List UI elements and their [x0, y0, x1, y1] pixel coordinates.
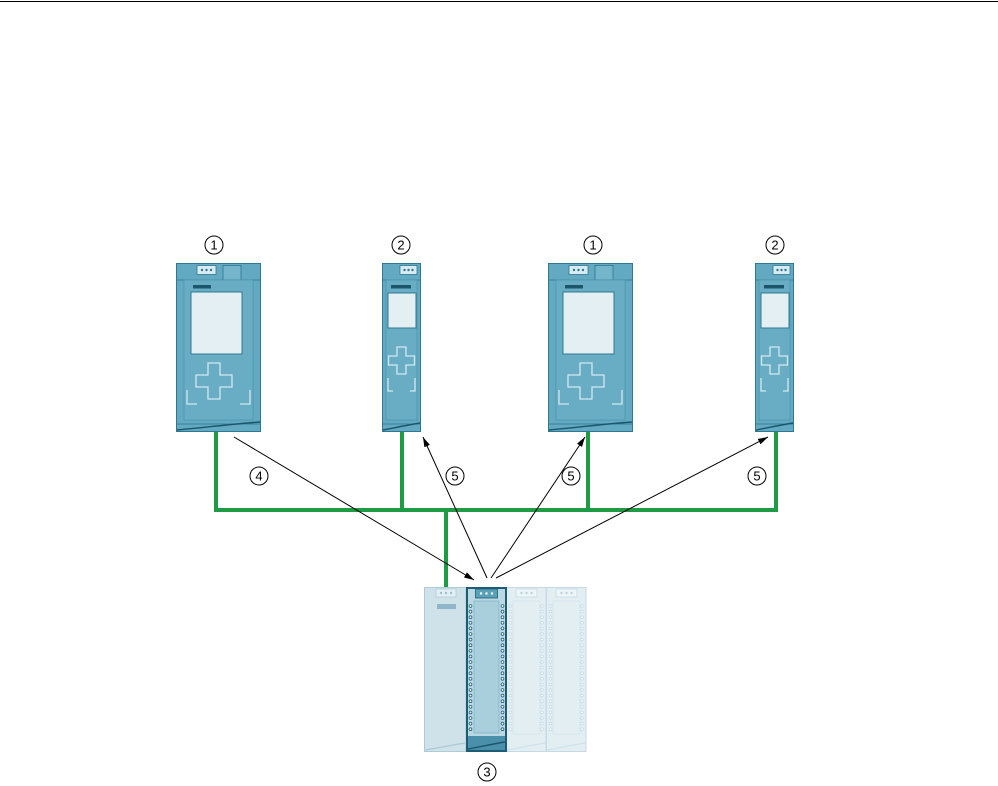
module-right — [756, 264, 794, 432]
callout-io-station: 3 — [478, 763, 496, 781]
cpu-left — [177, 264, 261, 432]
highlighted-module-front — [474, 601, 499, 733]
led-icon — [201, 269, 203, 271]
io-module-faded-1 — [507, 588, 547, 752]
led-icon — [565, 592, 567, 594]
led-icon — [440, 592, 442, 594]
led-icon — [780, 269, 782, 271]
arrow-io-to-module-left — [423, 437, 487, 578]
led-icon — [403, 269, 405, 271]
io-interface-module — [425, 588, 467, 752]
cpu-display — [563, 292, 614, 354]
callout-label: 5 — [451, 469, 458, 484]
callout-label: 4 — [255, 469, 262, 484]
callout-module-left: 2 — [392, 236, 410, 254]
led-icon — [445, 592, 447, 594]
led-icon — [520, 592, 522, 594]
led-icon — [480, 592, 482, 594]
arrow-io-to-module-right — [496, 437, 768, 578]
led-icon — [525, 592, 527, 594]
cpu-label-strip — [565, 285, 583, 289]
network-bus — [216, 434, 776, 586]
cpu-top-latch — [223, 266, 241, 281]
cpu-label-strip — [193, 285, 211, 289]
module-label-strip — [764, 285, 784, 289]
callout-arrow-io-to-module-left: 5 — [446, 467, 464, 485]
io-module-highlighted — [467, 588, 506, 751]
led-icon — [491, 592, 493, 594]
led-icon — [450, 592, 452, 594]
led-icon — [577, 269, 579, 271]
callout-label: 1 — [210, 238, 217, 253]
led-icon — [205, 269, 207, 271]
led-icon — [210, 269, 212, 271]
interface-module-tag — [437, 604, 456, 609]
module-display — [761, 293, 789, 328]
callout-arrow-io-to-cpu-right: 5 — [562, 467, 580, 485]
module-left — [383, 264, 421, 432]
led-icon — [560, 592, 562, 594]
interface-module-housing — [425, 588, 467, 752]
led-icon — [485, 592, 487, 594]
callout-arrow-cpu-to-io: 4 — [250, 467, 268, 485]
callout-label: 2 — [771, 238, 778, 253]
led-icon — [582, 269, 584, 271]
callout-label: 5 — [567, 469, 574, 484]
cpu-top-latch — [595, 266, 613, 281]
led-icon — [784, 269, 786, 271]
callout-cpu-right: 1 — [584, 236, 602, 254]
module-display — [388, 293, 416, 328]
cpu-display — [191, 292, 242, 354]
cpu-right — [549, 264, 633, 432]
callout-cpu-left: 1 — [205, 236, 223, 254]
callout-label: 1 — [589, 238, 596, 253]
io-module-faded-2 — [547, 588, 587, 752]
callout-label: 3 — [483, 765, 490, 780]
arrow-io-to-cpu-right — [491, 437, 585, 578]
led-icon — [411, 269, 413, 271]
led-icon — [573, 269, 575, 271]
led-icon — [776, 269, 778, 271]
module-label-strip — [391, 285, 411, 289]
led-icon — [530, 592, 532, 594]
callout-label: 5 — [753, 469, 760, 484]
callout-module-right: 2 — [766, 236, 784, 254]
led-icon — [570, 592, 572, 594]
callout-arrow-io-to-module-right: 5 — [748, 467, 766, 485]
led-icon — [407, 269, 409, 271]
io-station — [425, 588, 587, 752]
callout-label: 2 — [397, 238, 404, 253]
